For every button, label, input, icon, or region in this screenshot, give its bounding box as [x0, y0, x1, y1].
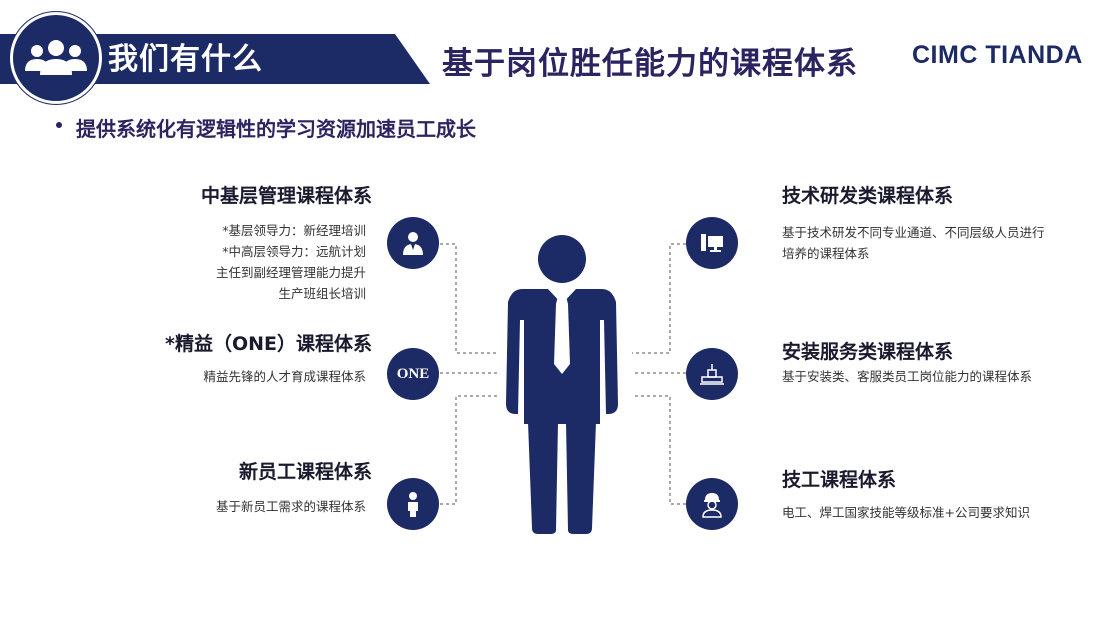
section-title-new-employee: 新员工课程体系 — [238, 461, 372, 483]
worker-icon — [686, 478, 738, 530]
computer-icon — [686, 217, 738, 269]
desc-line: 生产班组长培训 — [278, 286, 366, 301]
section-desc-install: 基于安装类、客服类员工岗位能力的课程体系 — [782, 366, 1092, 387]
desc-line: 电工、焊工国家技能等级标准+公司要求知识 — [782, 505, 1030, 520]
new-employee-icon — [387, 478, 439, 530]
desc-line: 精益先锋的人才育成课程体系 — [203, 369, 366, 384]
section-title-lean: *精益（ONE）课程体系 — [165, 333, 372, 355]
subtitle: 提供系统化有逻辑性的学习资源加速员工成长 — [76, 117, 476, 141]
section-desc-management: *基层领导力：新经理培训 *中高层领导力：远航计划 主任到副经理管理能力提升 生… — [150, 220, 366, 304]
section-title-install: 安装服务类课程体系 — [782, 341, 954, 363]
section-desc-technician: 电工、焊工国家技能等级标准+公司要求知识 — [782, 502, 1092, 523]
desc-line: *基层领导力：新经理培训 — [222, 223, 366, 238]
section-desc-lean: 精益先锋的人才育成课程体系 — [150, 366, 366, 387]
businessman-figure — [506, 235, 618, 534]
manager-icon — [387, 217, 439, 269]
section-desc-rnd: 基于技术研发不同专业通道、不同层级人员进行 培养的课程体系 — [782, 222, 1092, 264]
banner-title: 我们有什么 — [108, 42, 263, 77]
install-service-icon — [686, 348, 738, 400]
section-title-management: 中基层管理课程体系 — [200, 185, 372, 207]
section-title-technician: 技工课程体系 — [782, 469, 897, 491]
desc-line: 主任到副经理管理能力提升 — [215, 265, 366, 280]
one-icon-text: ONE — [396, 365, 430, 382]
section-title-rnd: 技术研发类课程体系 — [782, 185, 954, 207]
desc-line: *中高层领导力：远航计划 — [222, 244, 366, 259]
desc-line: 基于安装类、客服类员工岗位能力的课程体系 — [782, 369, 1033, 384]
company-logo: CIMC TIANDA — [912, 41, 1083, 69]
section-desc-new-employee: 基于新员工需求的课程体系 — [150, 496, 366, 517]
desc-line: 基于技术研发不同专业通道、不同层级人员进行 — [782, 225, 1045, 240]
desc-line: 基于新员工需求的课程体系 — [215, 499, 366, 514]
bullet-dot — [56, 122, 62, 128]
page-title: 基于岗位胜任能力的课程体系 — [442, 46, 858, 82]
people-icon — [10, 12, 102, 104]
desc-line: 培养的课程体系 — [782, 246, 870, 261]
one-icon: ONE — [387, 348, 439, 400]
